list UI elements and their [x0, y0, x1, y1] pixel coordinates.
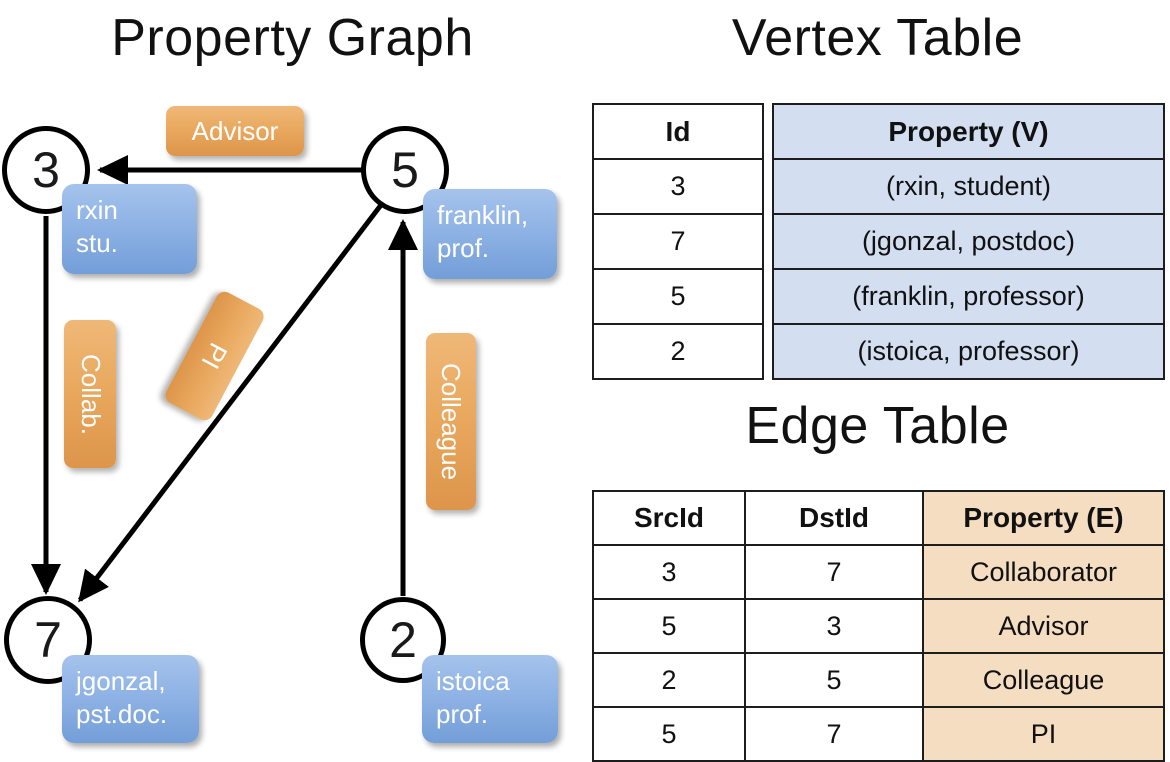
edge-label-collab-text: Collab. [75, 353, 106, 435]
edge-table-header-dstid: DstId [744, 490, 924, 546]
vertex-row-1-id: 7 [592, 213, 764, 270]
edge-row-1-dst: 3 [744, 598, 924, 654]
graph-node-2-id: 2 [389, 612, 417, 668]
vertex-row-1-property: (jgonzal, postdoc) [772, 213, 1165, 270]
table-header-row: Property (V) [772, 103, 1165, 160]
graph-node-7-property-line1: jgonzal, [76, 666, 166, 696]
edge-table-property-column: Property (E) Collaborator Advisor Collea… [922, 490, 1165, 762]
table-row[interactable]: PI [922, 706, 1165, 762]
edge-row-3-property: PI [922, 706, 1165, 762]
edge-row-2-dst: 5 [744, 652, 924, 708]
page-title-edge-table: Edge Table [745, 397, 1010, 455]
vertex-row-0-id: 3 [592, 158, 764, 215]
table-row[interactable]: Collaborator [922, 544, 1165, 600]
table-header-row: Property (E) [922, 490, 1165, 546]
edge-row-3-dst: 7 [744, 706, 924, 762]
vertex-table-property-column: Property (V) (rxin, student) (jgonzal, p… [772, 103, 1165, 380]
table-header-row: Id [592, 103, 764, 160]
vertex-table-header-id: Id [592, 103, 764, 160]
edge-arrow-5-7 [78, 203, 383, 603]
table-row[interactable]: (jgonzal, postdoc) [772, 213, 1165, 270]
graph-node-5-property-box: franklin, prof. [423, 189, 557, 279]
edge-row-2-src: 2 [592, 652, 746, 708]
graph-node-5-property-line1: franklin, [437, 200, 529, 230]
edge-label-collab: Collab. [64, 320, 116, 468]
graph-node-5-property-line2: prof. [437, 233, 490, 264]
edge-row-0-property: Collaborator [922, 544, 1165, 600]
table-row[interactable]: (istoica, professor) [772, 323, 1165, 380]
edge-table-header-srcid: SrcId [592, 490, 746, 546]
edge-row-3-src: 5 [592, 706, 746, 762]
edge-row-1-src: 5 [592, 598, 746, 654]
edge-row-0-src: 3 [592, 544, 746, 600]
table-row[interactable]: 5 [592, 268, 764, 325]
edge-table-src-dst-columns: SrcId DstId 3 7 5 3 2 5 5 7 [592, 490, 924, 762]
vertex-row-2-id: 5 [592, 268, 764, 325]
vertex-table-id-column: Id 3 7 5 2 [592, 103, 764, 380]
graph-node-2-property-box: istoica prof. [422, 655, 558, 743]
vertex-row-2-property: (franklin, professor) [772, 268, 1165, 325]
graph-node-2[interactable]: 2 [360, 597, 446, 683]
vertex-table-header-property: Property (V) [772, 103, 1165, 160]
graph-node-3-property-box: rxin stu. [62, 184, 197, 274]
graph-node-3-property-line1: rxin [76, 195, 118, 225]
vertex-row-3-property: (istoica, professor) [772, 323, 1165, 380]
vertex-row-3-id: 2 [592, 323, 764, 380]
edge-label-advisor-text: Advisor [191, 115, 279, 146]
page-title-property-graph: Property Graph [111, 9, 474, 67]
graph-node-7-property-line2: pst.doc. [76, 699, 168, 730]
graph-node-5-id: 5 [391, 142, 419, 198]
graph-node-5[interactable]: 5 [361, 126, 449, 214]
graph-node-7-property-box: jgonzal, pst.doc. [62, 655, 199, 743]
graph-node-2-property-line1: istoica [436, 666, 510, 696]
table-row[interactable]: 5 7 [592, 706, 924, 762]
graph-edge-arrows [31, 155, 418, 603]
table-row[interactable]: Colleague [922, 652, 1165, 708]
vertex-row-0-property: (rxin, student) [772, 158, 1165, 215]
table-row[interactable]: 2 [592, 323, 764, 380]
edge-label-colleague: Colleague [426, 333, 476, 510]
graph-node-2-property-line2: prof. [436, 699, 489, 730]
table-row[interactable]: 2 5 [592, 652, 924, 708]
edge-table-header-property: Property (E) [922, 490, 1165, 546]
table-row[interactable]: 7 [592, 213, 764, 270]
edge-row-2-property: Colleague [922, 652, 1165, 708]
graph-node-3-id: 3 [32, 142, 60, 198]
table-row[interactable]: (rxin, student) [772, 158, 1165, 215]
edge-label-pi-text: PI [195, 338, 234, 375]
table-row[interactable]: Advisor [922, 598, 1165, 654]
edge-row-1-property: Advisor [922, 598, 1165, 654]
property-graph-diagram: 3 rxin stu. 5 franklin, prof. 7 jgonzal,… [0, 0, 585, 760]
graph-node-7-id: 7 [34, 612, 62, 668]
table-row[interactable]: 5 3 [592, 598, 924, 654]
table-row[interactable]: 3 7 [592, 544, 924, 600]
edge-label-advisor: Advisor [166, 106, 304, 156]
edge-row-0-dst: 7 [744, 544, 924, 600]
edge-label-colleague-text: Colleague [436, 362, 467, 481]
table-header-row: SrcId DstId [592, 490, 924, 546]
graph-node-3-property-line2: stu. [76, 228, 118, 259]
table-row[interactable]: (franklin, professor) [772, 268, 1165, 325]
table-row[interactable]: 3 [592, 158, 764, 215]
page-title-vertex-table: Vertex Table [731, 9, 1024, 67]
